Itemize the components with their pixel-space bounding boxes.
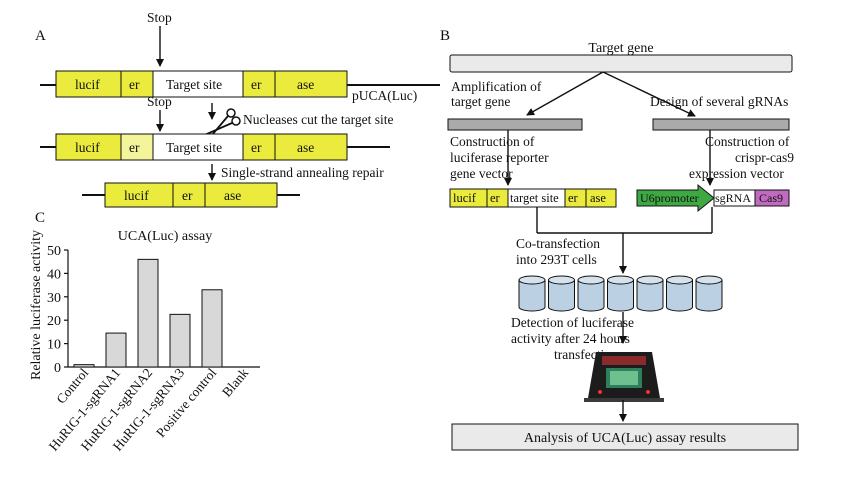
panel-a-label: A: [35, 28, 46, 44]
panel-c-label: C: [35, 210, 45, 226]
cas9-text: Cas9: [759, 191, 783, 205]
sgrna-text: sgRNA: [715, 191, 751, 205]
row2-seg-ase: [274, 133, 348, 161]
detect-text-1: Detection of luciferase: [511, 315, 634, 330]
row3-seg-lucif: [104, 182, 174, 208]
design-text: Design of several gRNAs: [650, 94, 788, 109]
stop-label-2: Stop: [147, 94, 172, 109]
arrow-to-design: [602, 71, 696, 117]
well-cylinder: [607, 275, 634, 312]
well-cylinder: [518, 275, 546, 312]
chart-y-tick-label: 40: [47, 267, 61, 282]
chart-title: UCA(Luc) assay: [118, 229, 212, 244]
analysis-text: Analysis of UCA(Luc) assay results: [524, 431, 726, 446]
vec-left-ase-text: ase: [590, 191, 606, 205]
chart-ylabel: Relative luciferase activity: [29, 230, 44, 380]
chart-y-tick-label: 30: [47, 291, 61, 306]
well-cylinder: [666, 275, 693, 312]
row3-lucif-text: lucif: [124, 188, 149, 203]
well-cylinder: [636, 275, 664, 312]
row2-er-text: er: [129, 140, 140, 155]
row2-seg-er: [120, 133, 154, 161]
row3-seg-er: [172, 182, 206, 208]
row2-seg-er2: [242, 133, 276, 161]
chart-bar: [105, 332, 127, 368]
amp-text-1: Amplification of: [451, 79, 542, 94]
cons-right-1: Construction of: [705, 134, 790, 149]
chart-bar: [201, 289, 223, 368]
row2-ase-text: ase: [297, 140, 314, 155]
row3-seg-ase: [204, 182, 278, 208]
repair-text: Single-strand annealing repair: [221, 165, 384, 180]
amplified-gene-box: [447, 118, 583, 131]
row3-ase-text: ase: [224, 188, 241, 203]
target-gene-text: Target gene: [588, 41, 653, 56]
u6-promoter-arrow: [636, 183, 715, 213]
row1-ase-text: ase: [297, 77, 314, 92]
cons-left-1: Construction of: [450, 134, 535, 149]
row2-er2-text: er: [251, 140, 262, 155]
chart-x-tick-label: Blank: [219, 365, 251, 400]
vec-left-ase: [585, 188, 617, 208]
cons-right-2: crispr-cas9: [735, 150, 794, 165]
row1-seg-er2: [242, 70, 276, 98]
cotrans-text-2: into 293T cells: [516, 252, 597, 267]
row2-target-text: Target site: [166, 140, 222, 155]
row1-lucif-text: lucif: [75, 77, 100, 92]
panel-b-label: B: [440, 28, 450, 44]
vec-left-er-text: er: [490, 191, 501, 205]
row1-er2-text: er: [251, 77, 262, 92]
chart-y-tick-label: 20: [47, 314, 61, 329]
stop-label: Stop: [147, 10, 172, 25]
chart-bar: [137, 258, 159, 368]
grna-box: [652, 118, 790, 131]
cons-right-3: expression vector: [689, 166, 784, 181]
row3-er-text: er: [182, 188, 193, 203]
cas9-box: [754, 189, 790, 207]
target-gene-box: [449, 54, 793, 73]
cons-left-2: luciferase reporter: [450, 150, 549, 165]
vec-left-lucif-text: lucif: [453, 191, 477, 205]
cell-culture-wells: [518, 275, 723, 312]
u6-promoter-text: U6promoter: [640, 191, 699, 205]
amp-text-2: target gene: [451, 94, 510, 109]
vec-left-target-text: target site: [510, 191, 559, 205]
cotrans-text-1: Co-transfection: [516, 236, 600, 251]
bar-chart: 01020304050ControlHuRIG-1-sgRNA1HuRIG-1-…: [46, 244, 260, 454]
nucleases-text: Nucleases cut the target site: [243, 112, 393, 127]
vec-left-er2-text: er: [568, 191, 579, 205]
well-cylinder: [577, 275, 605, 312]
row1-er-text: er: [129, 77, 140, 92]
row2-seg-target: [152, 133, 244, 161]
row1-seg-target: [152, 70, 244, 98]
luminometer-icon: [584, 352, 664, 402]
detect-text-2: activity after 24 hours: [511, 331, 630, 346]
analysis-box: [451, 423, 799, 451]
chart-bar: [169, 313, 191, 368]
plasmid-label: pUCA(Luc): [352, 88, 417, 103]
well-cylinder: [695, 275, 723, 312]
chart-y-tick-label: 0: [54, 361, 61, 376]
arrow-to-amplification: [526, 71, 604, 116]
row1-seg-ase: [274, 70, 348, 98]
row2-lucif-text: lucif: [75, 140, 100, 155]
chart-y-tick-label: 10: [47, 338, 61, 353]
cons-left-3: gene vector: [450, 166, 513, 181]
chart-y-tick-label: 50: [47, 244, 61, 259]
chart-bar: [73, 364, 95, 368]
well-cylinder: [548, 275, 575, 312]
row1-target-text: Target site: [166, 77, 222, 92]
